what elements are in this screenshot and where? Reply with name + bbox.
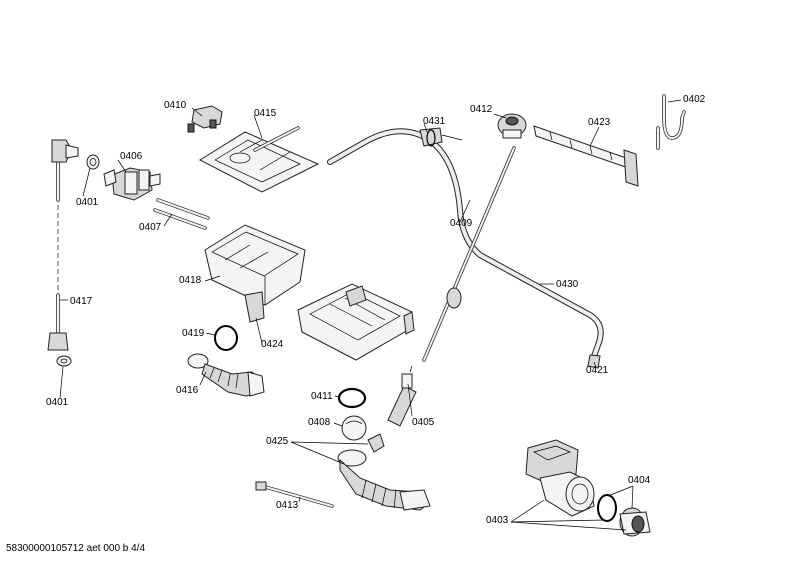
part-label-0417: 0417 bbox=[70, 296, 93, 307]
mounting-bar-part bbox=[533, 125, 639, 187]
part-label-0415: 0415 bbox=[254, 108, 277, 119]
leader-lines bbox=[59, 99, 682, 531]
bellows-hose-part bbox=[187, 353, 265, 397]
part-label-0408: 0408 bbox=[308, 417, 331, 428]
hose-hook-part bbox=[656, 94, 686, 150]
part-label-0404: 0404 bbox=[628, 475, 651, 486]
dispenser-housing-part bbox=[204, 224, 306, 323]
part-label-0407: 0407 bbox=[139, 222, 162, 233]
part-label-0413: 0413 bbox=[276, 500, 299, 511]
part-label-0409: 0409 bbox=[450, 218, 473, 229]
detergent-drawer-part bbox=[297, 283, 415, 361]
long-hose-part bbox=[327, 127, 604, 369]
drain-tube-part bbox=[255, 481, 334, 508]
hose-pair-part bbox=[153, 198, 210, 230]
part-label-0402: 0402 bbox=[683, 94, 706, 105]
part-label-0416: 0416 bbox=[176, 385, 199, 396]
bracket-clip-part bbox=[187, 105, 223, 133]
part-label-0410: 0410 bbox=[164, 100, 187, 111]
part-label-0403: 0403 bbox=[486, 515, 509, 526]
part-label-0406: 0406 bbox=[120, 151, 143, 162]
pump-filter-part bbox=[597, 494, 651, 537]
part-label-0418: 0418 bbox=[179, 275, 202, 286]
pressure-switch-part bbox=[422, 113, 527, 362]
solenoid-valve-part bbox=[103, 167, 161, 201]
part-label-0425: 0425 bbox=[266, 436, 289, 447]
seal-ring-part bbox=[56, 154, 100, 367]
inlet-hose-part bbox=[47, 139, 79, 351]
part-label-0431: 0431 bbox=[423, 116, 446, 127]
drain-pump-part bbox=[525, 439, 595, 517]
sump-hose-part bbox=[337, 433, 431, 511]
hose-clamp-part bbox=[214, 325, 238, 351]
part-label-0411: 0411 bbox=[311, 391, 333, 402]
part-label-0424: 0424 bbox=[261, 339, 284, 350]
part-label-0405: 0405 bbox=[412, 417, 435, 428]
part-label-0401-top: 0401 bbox=[76, 197, 99, 208]
part-label-0401-bottom: 0401 bbox=[46, 397, 69, 408]
level-sensor-part bbox=[387, 365, 417, 427]
dispenser-frame-part bbox=[198, 126, 320, 193]
part-label-0430: 0430 bbox=[556, 279, 579, 290]
part-label-0423: 0423 bbox=[588, 117, 611, 128]
part-label-0421: 0421 bbox=[586, 365, 609, 376]
part-label-0419: 0419 bbox=[182, 328, 205, 339]
drain-seal-part bbox=[337, 387, 367, 409]
ball-valve-part bbox=[341, 415, 367, 441]
drawing-reference-footer: 58300000105712 aet 000 b 4/4 bbox=[6, 543, 146, 554]
part-label-0412: 0412 bbox=[470, 104, 493, 115]
